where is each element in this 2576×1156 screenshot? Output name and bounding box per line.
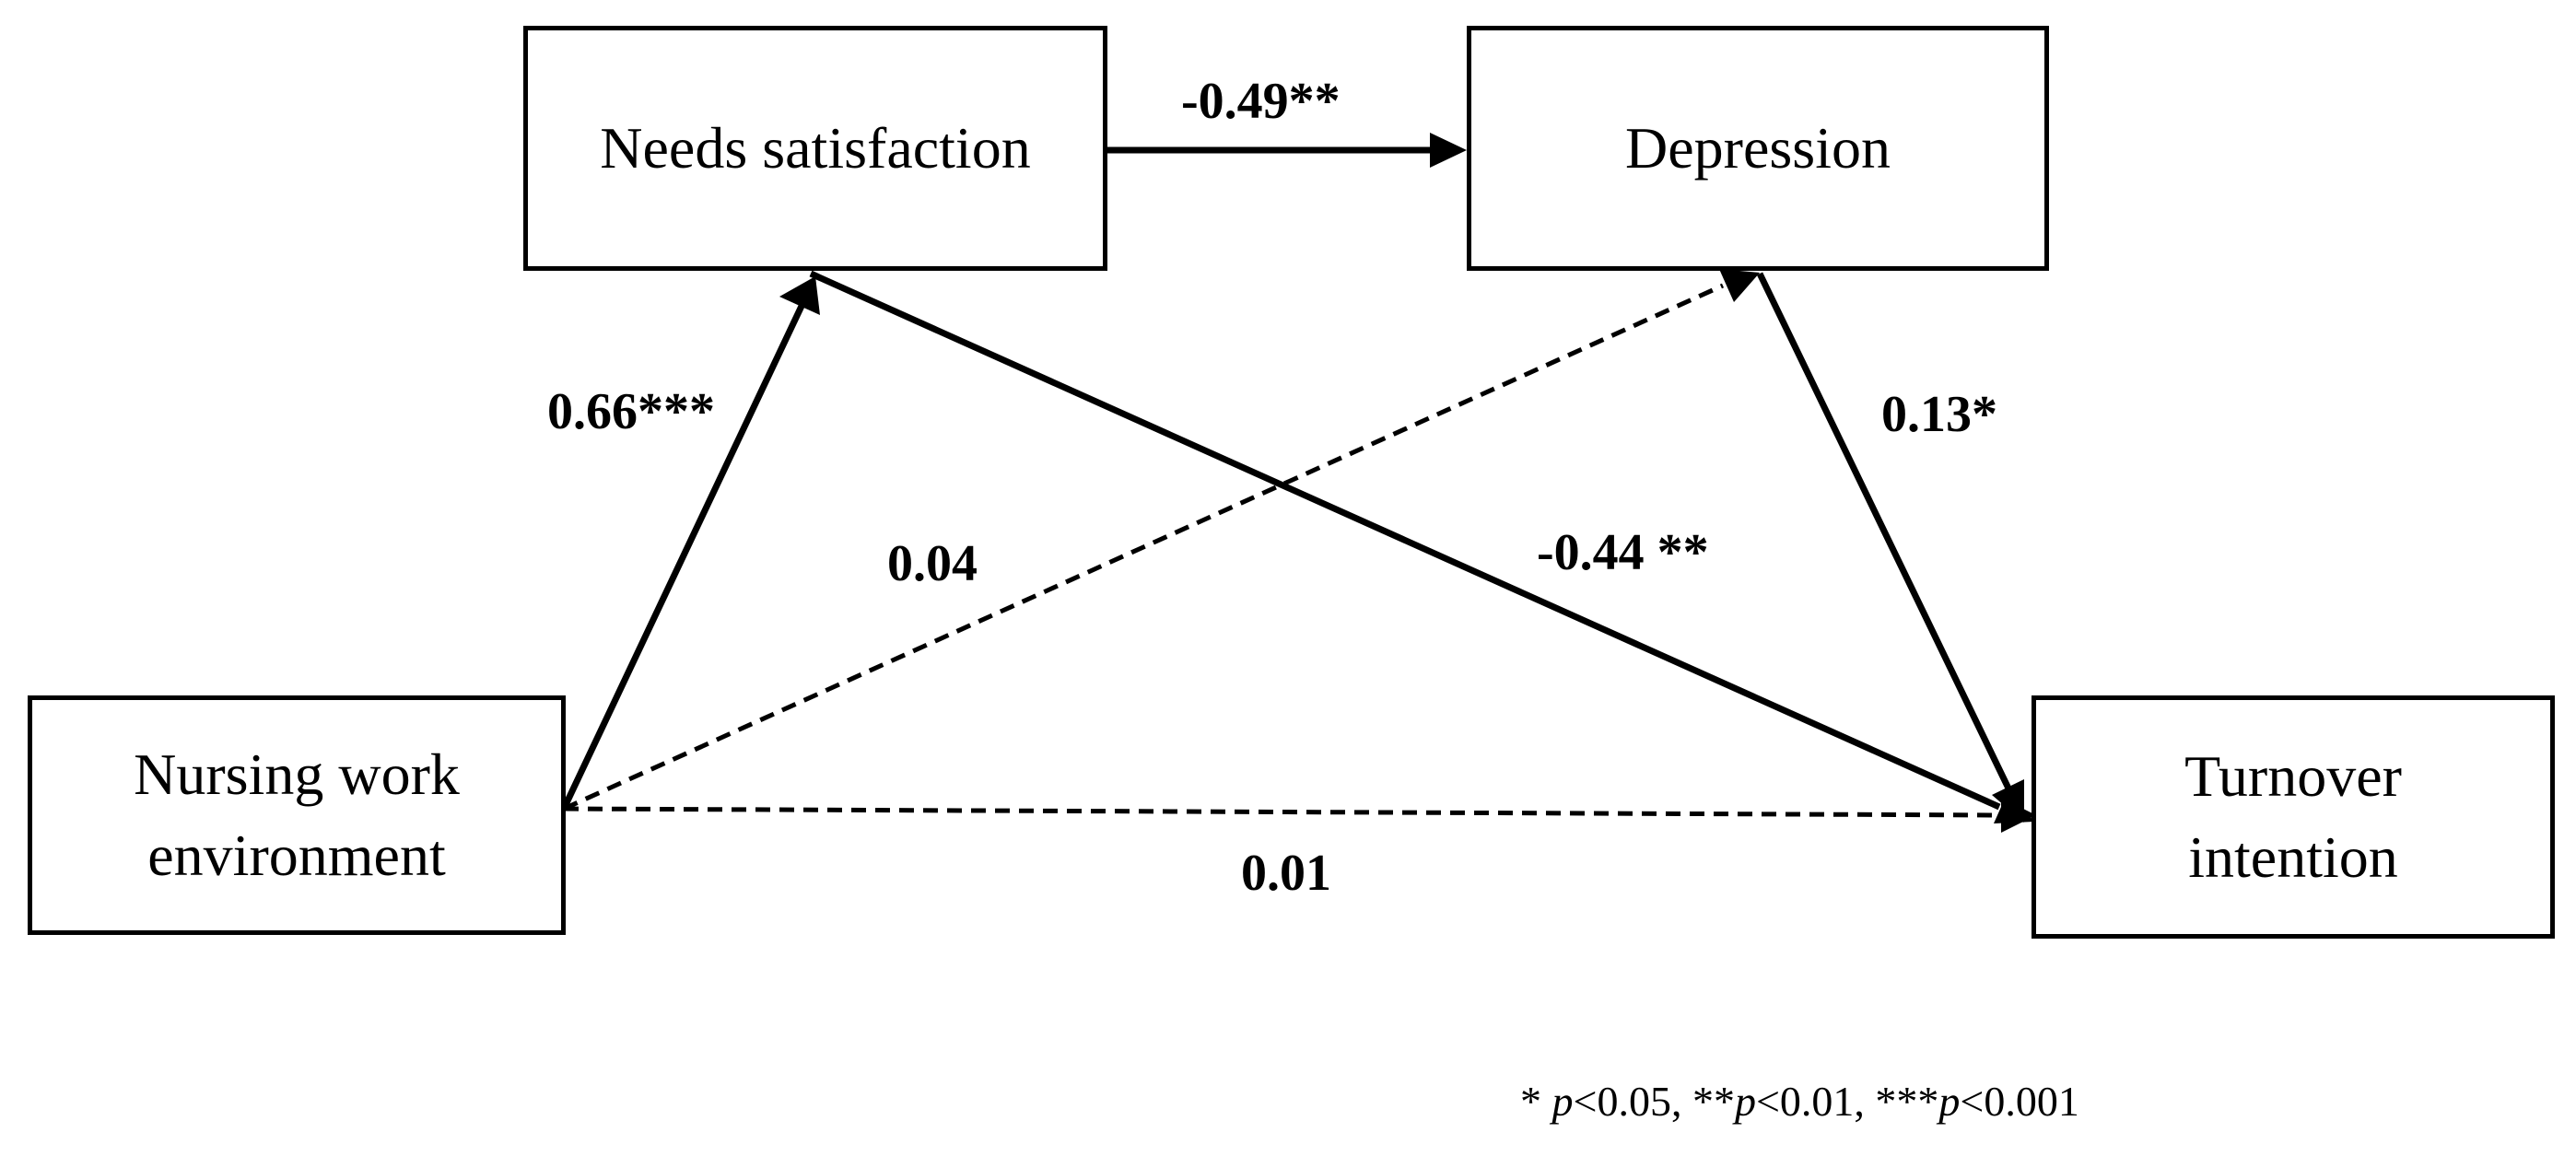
- arrow-nwe-to-needs: [560, 276, 820, 811]
- coef-needs-to-turnover: -0.44 **: [1537, 524, 1709, 581]
- arrow-depression-to-turnover: [1756, 272, 2024, 823]
- coef-needs-to-depression: -0.49**: [1181, 73, 1341, 130]
- arrow-nwe-to-depression: [562, 269, 1760, 812]
- node-needs-satisfaction-label: Needs satisfaction: [600, 115, 1031, 181]
- arrow-needs-to-turnover: [809, 270, 2034, 823]
- node-turnover-intention-label: Turnover intention: [2184, 743, 2402, 890]
- node-nursing-work-environment-label: Nursing work environment: [134, 741, 460, 888]
- arrow-needs-to-depression: [1107, 133, 1467, 168]
- coef-nwe-to-needs: 0.66***: [547, 383, 715, 440]
- footnote-part-2: <0.05, **: [1573, 1078, 1735, 1125]
- footnote-p-1: p: [1551, 1078, 1574, 1125]
- coef-nwe-to-depression: 0.04: [887, 535, 978, 592]
- node-depression-label: Depression: [1625, 115, 1891, 181]
- node-nursing-work-environment: Nursing work environment: [28, 695, 566, 935]
- footnote-part-4: <0.001: [1960, 1078, 2079, 1125]
- node-needs-satisfaction: Needs satisfaction: [523, 26, 1107, 271]
- footnote-part-3: <0.01, ***: [1755, 1078, 1939, 1125]
- footnote-p-3: p: [1938, 1078, 1961, 1125]
- node-turnover-intention: Turnover intention: [2032, 695, 2555, 939]
- node-depression: Depression: [1467, 26, 2049, 271]
- arrow-nwe-to-turnover: [563, 798, 2036, 833]
- footnote-p-2: p: [1734, 1078, 1756, 1125]
- coef-depression-to-turnover: 0.13*: [1881, 386, 1997, 443]
- footnote-part-1: *: [1520, 1078, 1552, 1125]
- coef-nwe-to-turnover: 0.01: [1241, 845, 1331, 902]
- significance-footnote: * p<0.05, **p<0.01, ***p<0.001: [1520, 1076, 2079, 1127]
